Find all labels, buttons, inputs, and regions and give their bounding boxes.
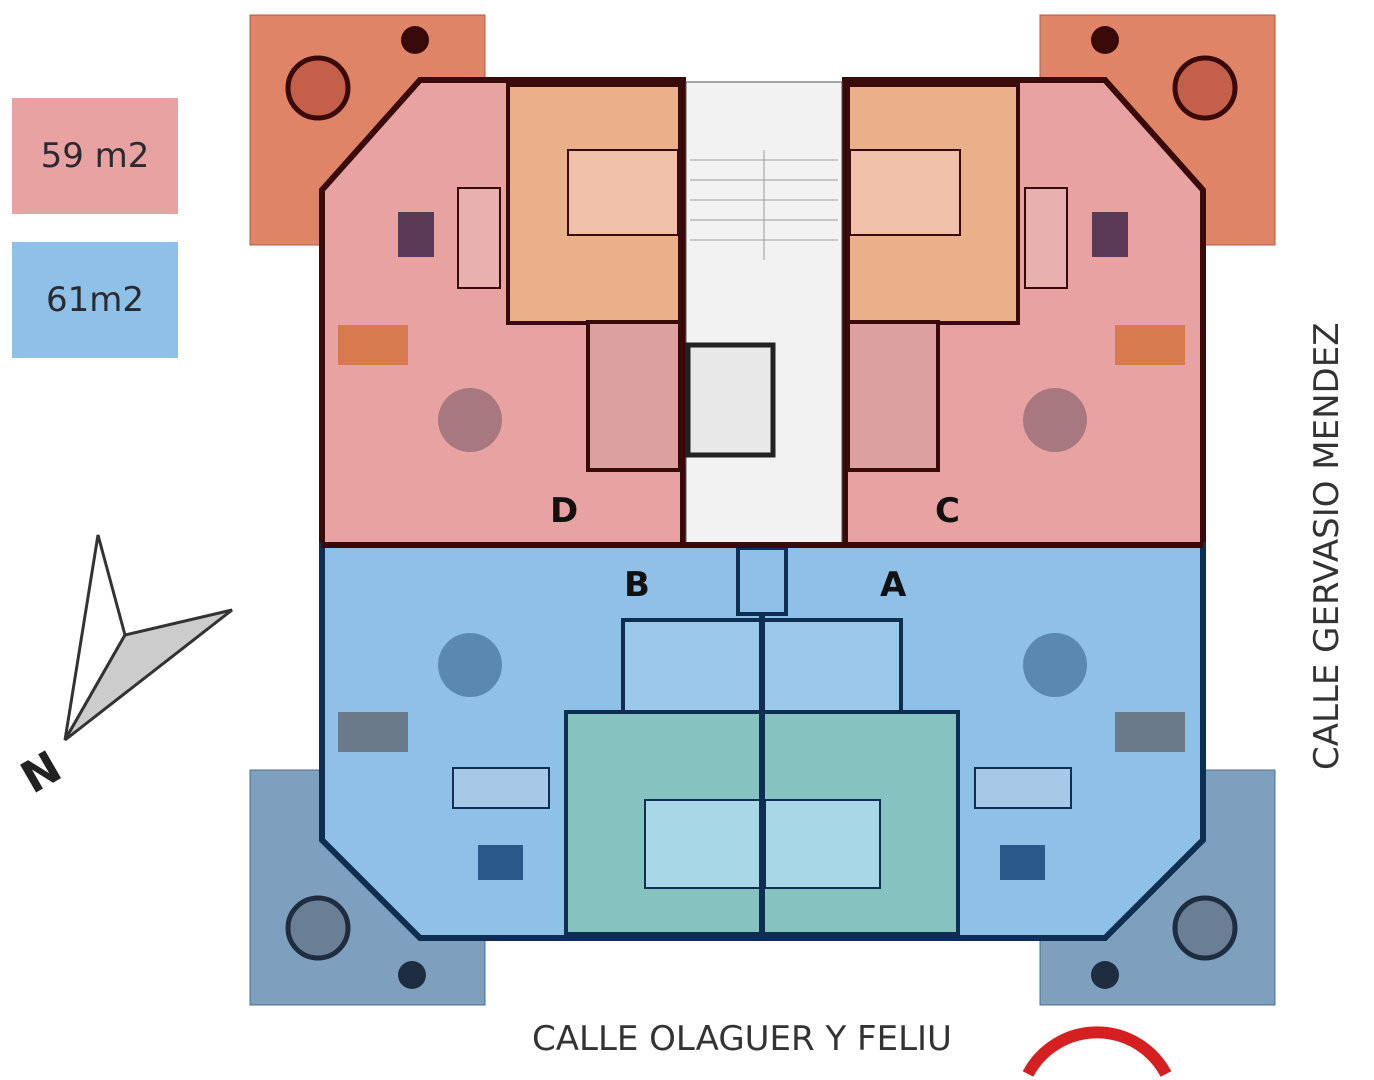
sofa-icon: [974, 767, 1072, 809]
kitchen-island-icon: [438, 633, 502, 697]
plant-icon: [401, 26, 429, 54]
unit-label-c: C: [935, 491, 960, 531]
table-icon: [1172, 895, 1238, 961]
coffee-table-icon: [1092, 212, 1128, 257]
table-icon: [285, 895, 351, 961]
dining-table-icon: [338, 712, 408, 752]
bed-icon: [644, 799, 761, 889]
kitchen-island-icon: [1023, 633, 1087, 697]
bed-icon: [567, 149, 679, 236]
north-arrow-icon: N: [13, 534, 233, 804]
bathroom-c: [846, 320, 940, 472]
legend-61m2-label: 61m2: [45, 280, 144, 320]
legend-59m2: 59 m2: [12, 98, 178, 214]
coffee-table-icon: [478, 845, 523, 880]
kitchen-island-icon: [438, 388, 502, 452]
plant-icon: [1091, 26, 1119, 54]
sofa-icon: [1024, 187, 1068, 289]
legend-59m2-label: 59 m2: [40, 136, 150, 176]
shaft: [736, 546, 788, 616]
kitchen-island-icon: [1023, 388, 1087, 452]
unit-label-b: B: [624, 565, 650, 605]
coffee-table-icon: [398, 212, 434, 257]
street-label-right: CALLE GERVASIO MENDEZ: [1307, 323, 1347, 771]
plant-icon: [1091, 961, 1119, 989]
plant-icon: [398, 961, 426, 989]
bathroom-d: [586, 320, 682, 472]
dining-table-icon: [1115, 712, 1185, 752]
sofa-icon: [452, 767, 550, 809]
table-icon: [1172, 55, 1238, 121]
table-icon: [285, 55, 351, 121]
location-marker: [1022, 1026, 1172, 1077]
furniture: [338, 149, 1185, 889]
street-label-bottom: CALLE OLAGUER Y FELIU: [532, 1019, 952, 1059]
bed-icon: [764, 799, 881, 889]
dining-table-icon: [1115, 325, 1185, 365]
dining-table-icon: [338, 325, 408, 365]
bathroom-a: [760, 618, 903, 714]
bed-icon: [849, 149, 961, 236]
legend-61m2: 61m2: [12, 242, 178, 358]
coffee-table-icon: [1000, 845, 1045, 880]
bathroom-b: [621, 618, 764, 714]
terrace-furniture: [285, 26, 1238, 989]
unit-label-d: D: [550, 491, 578, 531]
unit-label-a: A: [880, 565, 907, 605]
sofa-icon: [457, 187, 501, 289]
compass-label: N: [13, 741, 70, 804]
elevator: [685, 342, 776, 458]
stairs: [690, 150, 838, 260]
